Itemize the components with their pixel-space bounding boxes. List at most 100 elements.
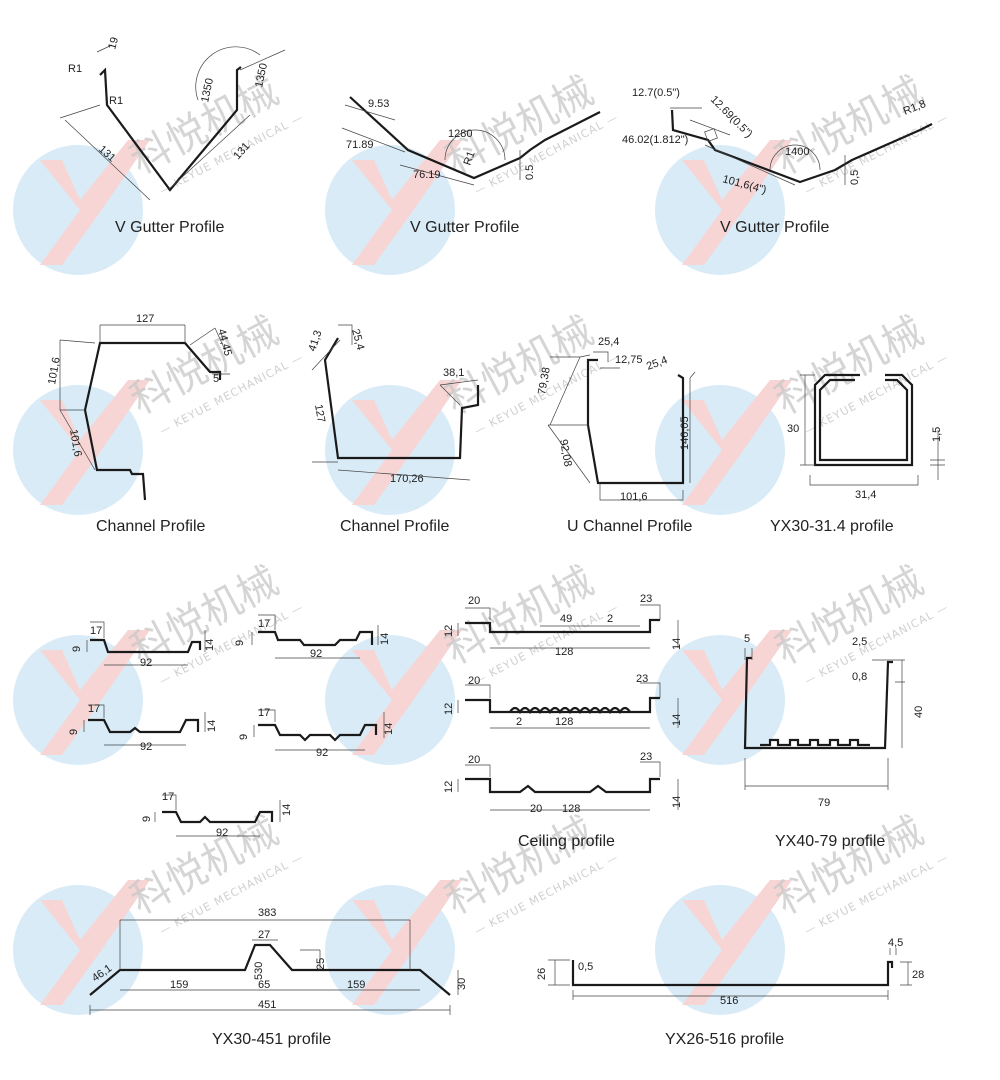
profile-v-gutter-2: 9.53 71.89 1280 R1 76.19 0.5 V Gutter Pr…: [341, 96, 601, 236]
dim-label: 92: [140, 741, 152, 753]
dim-label: 14: [383, 723, 395, 735]
profile-channel-1: 127 44,45 101,6 5 101,6 Channel Profile: [46, 313, 234, 535]
dim-label: 4,5: [888, 937, 903, 949]
watermark-text: 科悦机械 — KEYUE MECHANICAL —: [123, 558, 306, 688]
dim-label: 0,8: [852, 671, 867, 683]
dim-label: 71.89: [346, 139, 374, 151]
dim-label: 12.69(0.5"): [708, 94, 755, 141]
dim-label: 20: [468, 754, 480, 766]
dim-label: 2: [516, 716, 522, 728]
keyue-logo-icon: [655, 630, 792, 765]
dim-label: 2,5: [852, 636, 867, 648]
dim-label: 79,38: [536, 366, 553, 395]
dim-label: 9: [141, 816, 153, 822]
dim-label: 101,6: [67, 428, 84, 457]
profile-caption: U Channel Profile: [567, 518, 693, 535]
profile-caption: V Gutter Profile: [115, 219, 224, 236]
dim-label: 14: [671, 714, 683, 726]
dim-label: 20: [530, 803, 542, 815]
dim-label: 146,05: [679, 416, 691, 450]
dim-label: 12: [443, 703, 455, 715]
dim-label: 17: [90, 625, 102, 637]
dim-label: 19: [106, 36, 121, 51]
keyue-logo-icon: [325, 380, 462, 515]
profile-caption: V Gutter Profile: [410, 219, 519, 236]
dim-label: 25,4: [645, 354, 669, 373]
watermark-layer: 科悦机械 — KEYUE MECHANICAL — 科悦机械 — KEYUE M…: [13, 68, 951, 1015]
dim-label: 23: [640, 751, 652, 763]
dim-label: 9: [71, 646, 83, 652]
dim-label: R1: [462, 150, 478, 167]
dim-label: 76.19: [413, 169, 441, 181]
dim-label: 1350: [199, 77, 216, 103]
dim-label: 26: [536, 968, 548, 980]
dim-label: 127: [312, 403, 327, 423]
dim-label: 25,4: [598, 336, 619, 348]
dim-label: 12: [443, 781, 455, 793]
dim-label: 28: [912, 969, 924, 981]
keyue-logo-icon: [325, 630, 462, 765]
dim-label: 127: [136, 313, 154, 325]
dim-label: 17: [258, 618, 270, 630]
dim-label: 1350: [253, 62, 270, 88]
dim-label: 159: [170, 979, 188, 991]
dim-label: 92: [316, 747, 328, 759]
dim-label: 128: [555, 646, 573, 658]
dim-label: 25: [315, 958, 327, 970]
keyue-logo-icon: [655, 140, 792, 275]
dim-label: 128: [562, 803, 580, 815]
keyue-logo-icon: [13, 380, 150, 515]
dim-label: 9.53: [368, 98, 389, 110]
dim-label: 9: [68, 729, 80, 735]
dim-label: 1280: [448, 128, 472, 140]
watermark-text: 科悦机械 — KEYUE MECHANICAL —: [438, 808, 621, 938]
dim-label: 23: [640, 593, 652, 605]
dim-label: 128: [555, 716, 573, 728]
dim-label: 14: [281, 804, 293, 816]
dim-label: 159: [347, 979, 365, 991]
dim-label: 25,4: [349, 328, 366, 352]
profile-channel-2: 41,3 25,4 38,1 127 170,26 Channel Profil…: [306, 324, 480, 535]
profile-caption: YX30-451 profile: [212, 1031, 331, 1048]
profile-caption: YX26-516 profile: [665, 1031, 784, 1048]
dim-label: 0,5: [578, 961, 593, 973]
profile-yx26-516: 0,5 26 4,5 28 516 YX26-516 profile: [536, 937, 924, 1048]
dim-label: 14: [379, 633, 391, 645]
dim-label: 101,6: [620, 491, 648, 503]
dim-label: 17: [258, 707, 270, 719]
dim-label: 30: [456, 978, 468, 990]
profile-caption: Channel Profile: [96, 518, 206, 535]
dim-label: 40: [913, 706, 925, 718]
dim-label: 9: [238, 734, 250, 740]
profile-caption: Channel Profile: [340, 518, 450, 535]
dim-label: 17: [88, 703, 100, 715]
dim-label: 14: [206, 720, 218, 732]
keyue-logo-icon: [325, 880, 462, 1015]
keyue-logo-icon: [655, 880, 792, 1015]
keyue-logo-icon: [13, 140, 150, 275]
dim-label: 1,5: [931, 427, 943, 442]
profile-yx40-79: 5 2,5 0,8 40 79 YX40-79 profile: [743, 633, 925, 850]
dim-label: 0,5: [849, 170, 861, 185]
watermark-text: 科悦机械 — KEYUE MECHANICAL —: [438, 308, 621, 438]
dim-label: 9: [234, 640, 246, 646]
dim-label: 79: [818, 797, 830, 809]
dim-label: 516: [720, 995, 738, 1007]
dim-label: 17: [162, 791, 174, 803]
dim-label: 5: [744, 633, 750, 645]
dim-label: 101,6: [46, 356, 63, 385]
dim-label: 46.02(1.812"): [622, 134, 688, 146]
keyue-logo-icon: [655, 380, 792, 515]
dim-label: 383: [258, 907, 276, 919]
dim-label: 92,08: [557, 438, 574, 467]
dim-label: 27: [258, 929, 270, 941]
dim-label: 31,4: [855, 489, 876, 501]
dim-label: 0.5: [524, 165, 536, 180]
profile-caption: V Gutter Profile: [720, 219, 829, 236]
dim-label: 14: [671, 796, 683, 808]
dim-label: R1: [68, 63, 82, 75]
dim-label: 92: [310, 648, 322, 660]
dim-label: R1: [109, 95, 123, 107]
watermark-text: 科悦机械 — KEYUE MECHANICAL —: [768, 808, 951, 938]
